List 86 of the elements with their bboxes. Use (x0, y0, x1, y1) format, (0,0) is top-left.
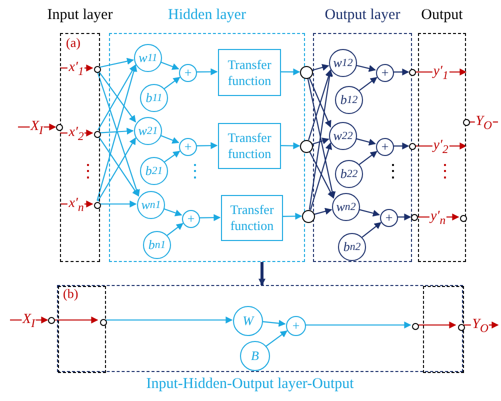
arrow (356, 64, 376, 72)
arrow (358, 76, 378, 92)
arrow (60, 200, 94, 208)
weight-node: W (233, 306, 263, 336)
connection-point (460, 214, 466, 222)
ellipsis-dots: ⋮ (384, 162, 402, 180)
dashed-frame (58, 286, 106, 373)
arrow (97, 64, 136, 130)
arrow (99, 58, 134, 68)
arrow (358, 150, 378, 166)
arrow (166, 223, 184, 236)
sum-node: + (179, 64, 197, 82)
arrow (308, 69, 334, 210)
arrow (266, 330, 288, 347)
arrow (314, 208, 332, 215)
transfer-function-box: Transfer function (218, 123, 281, 169)
sum-node: + (376, 64, 394, 82)
arrow (358, 208, 380, 217)
arrow (362, 222, 382, 238)
arrow (262, 320, 286, 327)
arrow (163, 208, 182, 216)
arrow (280, 68, 300, 76)
sum-node: + (179, 138, 197, 156)
arrow (196, 68, 218, 76)
caption: Input-Hidden-Output layer-Output (146, 376, 354, 393)
sum-node: + (182, 210, 200, 228)
sum-node: + (376, 138, 394, 156)
transfer-function-box: Transfer function (221, 195, 283, 241)
connection-point (94, 202, 100, 208)
arrow (164, 76, 180, 90)
layer-heading: Output layer (324, 7, 400, 24)
arrow (308, 77, 332, 128)
connection-point (48, 316, 54, 324)
arrow (310, 142, 332, 210)
connection-point (94, 130, 100, 138)
arrow (308, 69, 332, 140)
connection-point (410, 214, 418, 220)
layer-heading: Output (421, 7, 463, 24)
arrow (307, 78, 336, 199)
arrow (98, 70, 136, 123)
arrow (312, 138, 330, 145)
arrow (282, 212, 302, 220)
arrow (196, 142, 218, 150)
arrow (258, 262, 266, 286)
connection-point (56, 124, 62, 130)
arrow (100, 200, 137, 208)
arrow (393, 142, 410, 150)
arrow (280, 142, 300, 150)
arrow (397, 214, 412, 220)
arrow (418, 214, 460, 220)
ellipsis-dots: ⋮ (436, 162, 454, 180)
dashed-frame (423, 286, 464, 373)
arrow (355, 138, 376, 146)
neuron-circle (300, 66, 312, 78)
ellipsis-dots: ⋮ (79, 162, 97, 180)
neuron-circle (300, 140, 312, 152)
panel-label: (b) (63, 287, 78, 300)
connection-point (458, 324, 464, 330)
ellipsis-dots: ⋮ (186, 162, 204, 180)
connection-point (94, 66, 100, 72)
arrow (312, 64, 330, 71)
neuron-circle (302, 210, 314, 222)
arrow (418, 322, 456, 328)
layer-heading: Hidden layer (168, 7, 246, 24)
arrow (54, 316, 98, 324)
weight-node: B (240, 341, 270, 371)
connection-point (412, 322, 418, 330)
arrow (393, 68, 410, 76)
arrow (199, 214, 221, 222)
arrow (160, 61, 180, 70)
arrow (305, 322, 412, 328)
connection-point (462, 118, 470, 126)
arrow (309, 151, 334, 199)
dashed-frame (57, 285, 463, 372)
layer-heading: Input layer (47, 7, 113, 24)
arrow (99, 128, 134, 135)
arrow (160, 134, 180, 144)
connection-point (408, 68, 416, 76)
panel-label: (a) (66, 36, 80, 49)
transfer-function-box: Transfer function (218, 49, 281, 96)
connection-point (408, 142, 416, 150)
sum-node: + (380, 209, 398, 227)
connection-point (100, 318, 106, 326)
arrow (164, 150, 180, 162)
sum-node: + (286, 316, 306, 336)
arrow (104, 316, 233, 324)
